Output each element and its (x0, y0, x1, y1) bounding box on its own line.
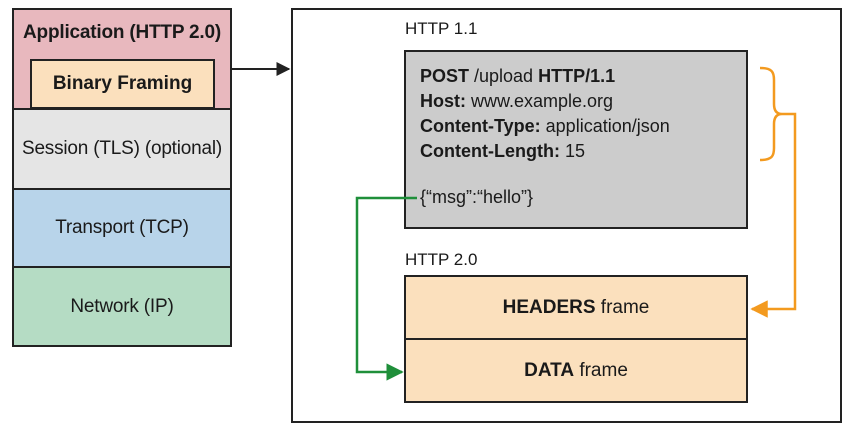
request-line: POST /upload HTTP/1.1 (420, 64, 746, 89)
session-layer-label: Session (TLS) (optional) (21, 138, 223, 159)
request-line-key: Content-Length: (420, 141, 560, 161)
transport-layer: Transport (TCP) (12, 188, 232, 268)
http11-caption: HTTP 1.1 (405, 19, 478, 38)
network-layer-label: Network (IP) (70, 295, 174, 317)
protocol-comparison-panel (291, 8, 842, 423)
request-line-value: /upload (469, 66, 539, 86)
application-layer-label: Application (HTTP 2.0) (23, 22, 221, 43)
data-frame: DATA frame (404, 338, 748, 403)
request-line: Content-Length: 15 (420, 139, 746, 164)
network-layer: Network (IP) (12, 266, 232, 347)
session-layer: Session (TLS) (optional) (12, 108, 232, 190)
http2-caption: HTTP 2.0 (405, 250, 478, 269)
request-line-key: Host: (420, 91, 466, 111)
request-line-value: 15 (559, 141, 585, 161)
request-body: {“msg”:“hello”} (420, 187, 534, 207)
data-frame-bold: DATA (524, 359, 575, 381)
request-line-value: application/json (540, 116, 670, 136)
request-line: Host: www.example.org (420, 89, 746, 114)
request-line-value: www.example.org (466, 91, 614, 111)
binary-framing-label: Binary Framing (52, 73, 193, 94)
transport-layer-label: Transport (TCP) (55, 217, 189, 238)
data-frame-rest: frame (574, 359, 628, 381)
request-line-key: Content-Type: (420, 116, 541, 136)
request-line-suffix: HTTP/1.1 (538, 66, 616, 86)
headers-frame-bold: HEADERS (502, 296, 596, 318)
request-line: Content-Type: application/json (420, 114, 746, 139)
binary-framing-layer: Binary Framing (30, 59, 215, 109)
headers-frame: HEADERS frame (404, 275, 748, 340)
request-line-key: POST (420, 66, 470, 86)
headers-frame-rest: frame (595, 296, 650, 318)
